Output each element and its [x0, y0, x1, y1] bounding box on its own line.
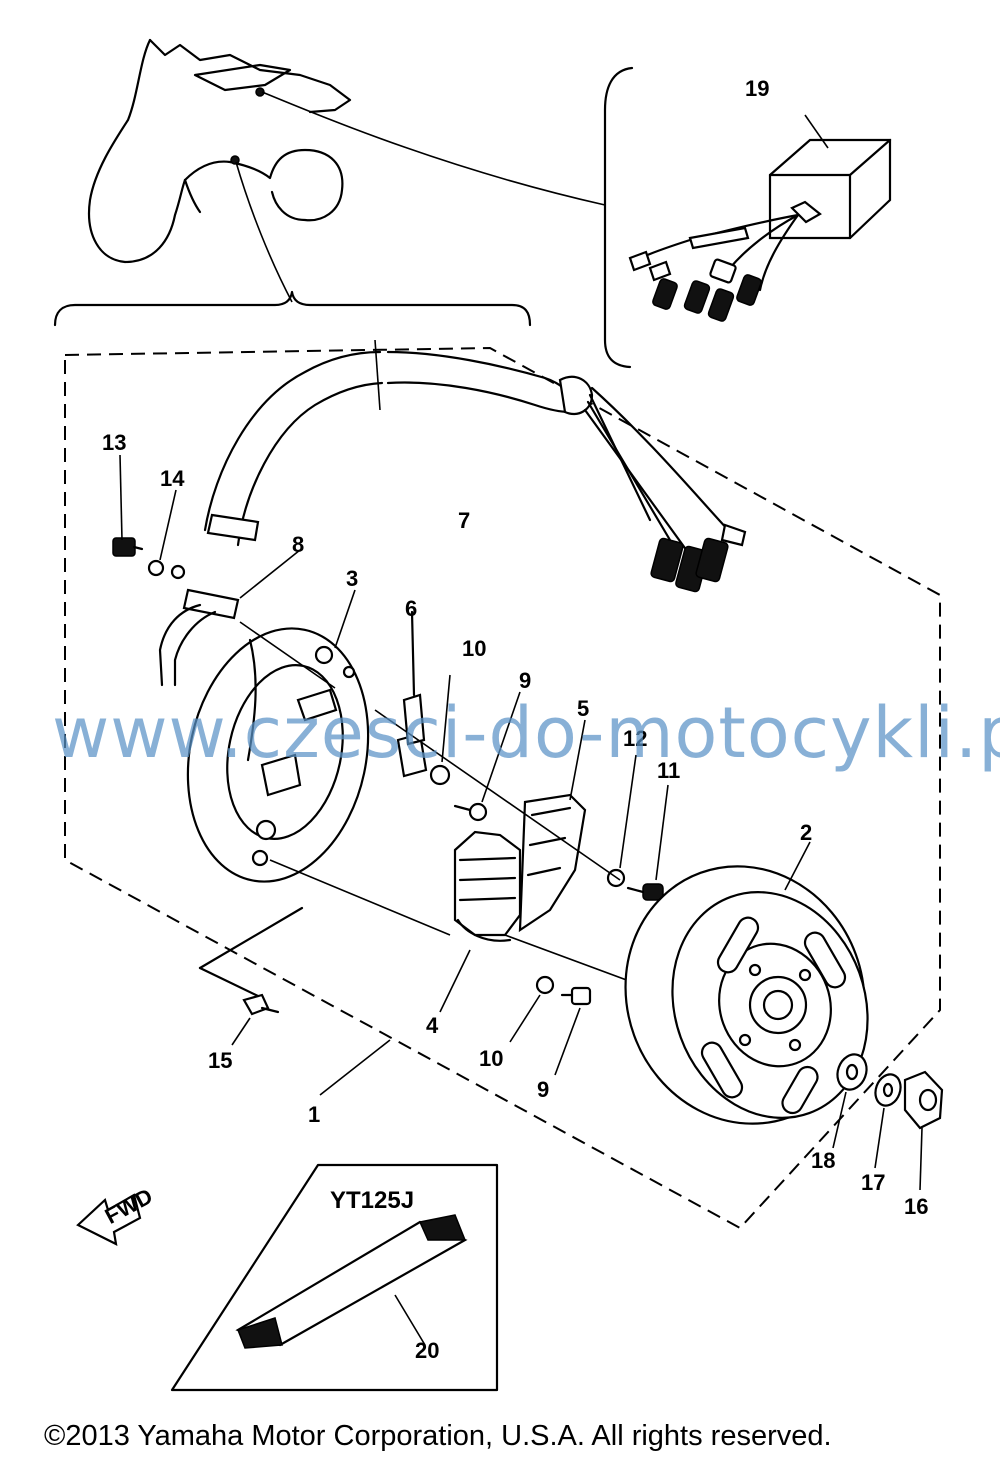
callout-7: 7	[458, 508, 470, 533]
callout-11: 11	[657, 758, 680, 783]
flywheel-rotor	[624, 841, 869, 1125]
callout-9-lower: 9	[537, 1077, 549, 1102]
callout-15: 15	[208, 1048, 232, 1073]
pulser-coil	[518, 719, 587, 933]
washer-10-upper	[429, 764, 451, 786]
axis-line	[239, 621, 641, 986]
variant-inset: YT125J	[170, 1163, 499, 1392]
screw-9-lower	[554, 986, 592, 1076]
callout-9-upper: 9	[519, 668, 531, 693]
callout-13: 13	[102, 430, 126, 455]
screw-9-upper	[453, 691, 521, 822]
callout-14: 14	[160, 466, 185, 491]
stator-plate	[186, 627, 370, 883]
lock-washer-17	[874, 1073, 902, 1169]
kit-bracket	[53, 290, 532, 327]
callout-20: 20	[415, 1338, 439, 1363]
motorcycle-silhouette	[87, 38, 352, 264]
cdi-unit	[628, 114, 892, 322]
callout-16: 16	[904, 1194, 928, 1219]
callout-3: 3	[346, 566, 358, 591]
cdi-bracket	[603, 66, 634, 369]
callout-2: 2	[800, 820, 812, 845]
kit-outline	[64, 346, 941, 1230]
callout-12: 12	[623, 726, 647, 751]
callout-8: 8	[292, 532, 304, 557]
callout-5: 5	[577, 696, 589, 721]
nut-16	[903, 1070, 944, 1191]
callout-10-lower: 10	[479, 1046, 503, 1071]
callouts: 1 2 3 4 5 6 7 8 9 9 10 10 11 12 13 14 15…	[102, 76, 928, 1363]
callout-6: 6	[405, 596, 417, 621]
callout-17: 17	[861, 1170, 885, 1195]
ground-strap	[235, 1214, 468, 1349]
fwd-arrow-icon: FWD	[76, 1183, 157, 1246]
callout-19: 19	[745, 76, 769, 101]
ignition-coil	[439, 830, 522, 1013]
leader-cdi	[261, 91, 606, 206]
wire-harness	[158, 339, 747, 687]
screw-13	[112, 537, 144, 557]
washer-18	[832, 1053, 868, 1149]
callout-18: 18	[811, 1148, 835, 1173]
watermark: www.czesci-do-motocykli.pl	[52, 692, 1000, 774]
washer-14	[147, 559, 165, 577]
model-label: YT125J	[330, 1187, 414, 1214]
source-coil	[396, 610, 428, 778]
screw-15	[198, 906, 304, 1046]
screw-11	[626, 784, 669, 901]
callout-10-upper: 10	[462, 636, 486, 661]
leader-magneto	[235, 161, 293, 303]
copyright-notice: ©2013 Yamaha Motor Corporation, U.S.A. A…	[44, 1420, 832, 1452]
washer-10-lower	[535, 975, 555, 995]
callout-4: 4	[426, 1013, 439, 1038]
callout-1: 1	[308, 1102, 320, 1127]
